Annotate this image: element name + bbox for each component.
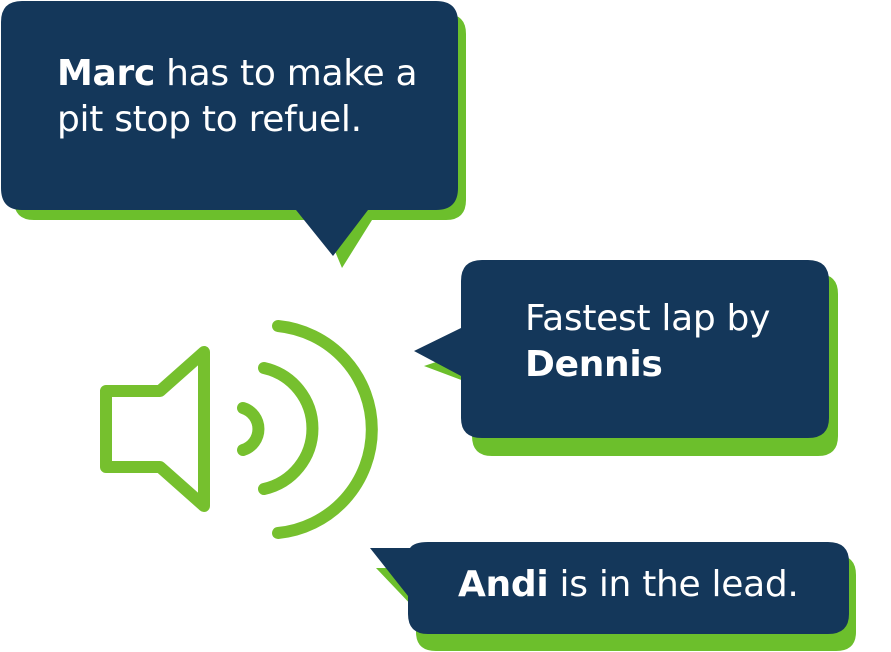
bubble-body	[1, 1, 458, 256]
bubble-text-marc: Marc has to make a pit stop to refuel.	[57, 51, 447, 143]
bubble-text-marc-line1: has to make a	[155, 53, 418, 94]
bubble-text-dennis-line1: Fastest lap by	[525, 298, 771, 339]
name-marc: Marc	[57, 53, 156, 94]
name-andi: Andi	[458, 564, 549, 605]
speaker-body	[100, 346, 210, 512]
name-dennis: Dennis	[525, 344, 663, 386]
bubble-body	[414, 260, 829, 438]
sound-wave-large	[272, 320, 378, 539]
bubble-text-marc-line2: pit stop to refuel.	[57, 99, 362, 141]
sound-wave-medium	[258, 362, 319, 495]
sound-wave-small	[237, 402, 265, 456]
bubble-text-dennis: Fastest lap by Dennis	[525, 296, 825, 388]
bubble-text-andi-rest: is in the lead.	[548, 564, 799, 605]
bubble-body	[370, 542, 849, 634]
bubble-text-andi: Andi is in the lead.	[458, 562, 848, 608]
